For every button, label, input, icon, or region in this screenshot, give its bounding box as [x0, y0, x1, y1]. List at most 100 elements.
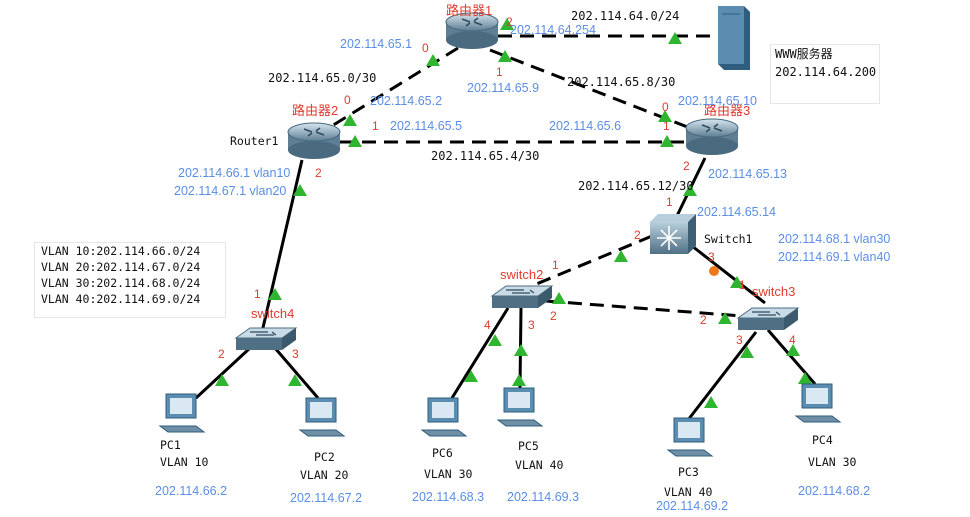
- link-up-marker: [730, 276, 744, 288]
- port-number: 2: [506, 15, 513, 29]
- pc3-icon[interactable]: [666, 417, 714, 457]
- port-number: 3: [736, 333, 743, 347]
- link-up-marker: [215, 374, 229, 386]
- pc4-name: PC4: [812, 433, 833, 447]
- router1-name: 路由器1: [446, 3, 493, 18]
- port-number: 2: [634, 228, 641, 242]
- port-number: 2: [550, 309, 557, 323]
- pc4-icon[interactable]: [794, 383, 842, 423]
- vlan-table: VLAN 10:202.114.66.0/24 VLAN 20:202.114.…: [34, 242, 226, 318]
- pc1-ip: 202.114.66.2: [155, 484, 228, 498]
- vlan-table-row: VLAN 40:202.114.69.0/24: [41, 292, 201, 306]
- port-number: 3: [528, 318, 535, 332]
- pc4-ip: 202.114.68.2: [798, 484, 871, 498]
- port-number: 1: [496, 65, 503, 79]
- switch2-name: switch2: [500, 267, 544, 282]
- network-label: 202.114.65.8/30: [567, 75, 676, 89]
- link-up-marker: [268, 288, 282, 300]
- link-up-marker: [293, 184, 307, 196]
- link-s2-pc6[interactable]: [450, 307, 510, 399]
- link-r2-s4[interactable]: [260, 159, 304, 333]
- link-up-marker: [660, 135, 674, 147]
- link-s1-s3[interactable]: [691, 244, 766, 305]
- port-number: 3: [292, 347, 299, 361]
- interface-ip: 202.114.67.1 vlan20: [174, 184, 287, 198]
- link-up-marker: [786, 344, 800, 356]
- port-number: 3: [708, 250, 715, 264]
- switch3-icon[interactable]: [736, 307, 800, 330]
- port-number: 2: [218, 347, 225, 361]
- port-number: 4: [789, 333, 796, 347]
- interface-ip: 202.114.66.1 vlan10: [178, 166, 291, 180]
- link-s3-pc3[interactable]: [686, 331, 758, 421]
- server-name: WWW服务器: [775, 47, 833, 61]
- link-up-marker: [512, 374, 526, 386]
- vlan-table-row: VLAN 20:202.114.67.0/24: [41, 260, 201, 274]
- pc6-vlan: VLAN 30: [424, 467, 473, 481]
- pc2-ip: 202.114.67.2: [290, 491, 363, 505]
- router3-icon[interactable]: [685, 118, 739, 155]
- pc1-name: PC1: [160, 438, 181, 452]
- interface-ip: 202.114.68.1 vlan30: [778, 232, 891, 246]
- link-s3-pc4[interactable]: [766, 329, 817, 385]
- switch1-icon[interactable]: [650, 214, 696, 254]
- interface-ip: 202.114.65.10: [678, 94, 758, 108]
- interface-ip: 202.114.69.1 vlan40: [778, 250, 891, 264]
- server-icon[interactable]: [718, 6, 750, 70]
- switch1-name: Switch1: [704, 232, 753, 246]
- pc5-vlan: VLAN 40: [515, 458, 564, 472]
- pc6-icon[interactable]: [420, 397, 468, 437]
- port-number: 2: [683, 159, 690, 173]
- pc6-ip: 202.114.68.3: [412, 490, 485, 504]
- link-up-marker: [500, 18, 514, 30]
- link-s1-s2[interactable]: [521, 234, 653, 292]
- switch3-name: switch3: [752, 284, 796, 299]
- pc5-name: PC5: [518, 439, 539, 453]
- link-up-marker: [464, 370, 478, 382]
- port-number: 0: [662, 100, 669, 114]
- link-up-marker: [488, 334, 502, 346]
- link-s4-pc2[interactable]: [273, 347, 320, 399]
- router1-icon[interactable]: [445, 12, 499, 49]
- pc2-vlan: VLAN 20: [300, 468, 349, 482]
- link-up-marker: [704, 396, 718, 408]
- pc4-vlan: VLAN 30: [808, 455, 857, 469]
- interface-ip: 202.114.65.13: [708, 167, 788, 181]
- switch2-icon[interactable]: [490, 285, 554, 308]
- pc2-icon[interactable]: [298, 397, 346, 437]
- vlan-table-row: VLAN 10:202.114.66.0/24: [41, 244, 201, 258]
- link-s2-s3[interactable]: [545, 299, 743, 318]
- pc2-name: PC2: [314, 450, 335, 464]
- pc1-icon[interactable]: [158, 393, 206, 433]
- port-number: 1: [552, 258, 559, 272]
- link-up-marker: [668, 32, 682, 44]
- switch4-icon[interactable]: [234, 327, 298, 350]
- port-number: 2: [700, 313, 707, 327]
- router3-name: 路由器3: [704, 103, 751, 118]
- port-number: 1: [739, 278, 746, 292]
- port-number: 0: [422, 41, 429, 55]
- router2-icon[interactable]: [287, 122, 341, 159]
- link-up-marker: [658, 110, 672, 122]
- pc1-vlan: VLAN 10: [160, 455, 209, 469]
- port-number: 1: [663, 119, 670, 133]
- network-label: 202.114.65.12/30: [578, 179, 694, 193]
- interface-ip: 202.114.65.5: [390, 119, 463, 133]
- pc3-vlan: VLAN 40: [664, 485, 713, 499]
- port-number: 1: [666, 195, 673, 209]
- link-s4-pc1[interactable]: [194, 346, 252, 400]
- network-label: 202.114.64.0/24: [571, 9, 680, 23]
- link-up-marker: [718, 312, 732, 324]
- link-up-marker: [426, 54, 440, 66]
- pc3-name: PC3: [678, 465, 699, 479]
- network-label: 202.114.65.0/30: [268, 71, 377, 85]
- interface-ip: 202.114.64.254: [510, 23, 596, 37]
- vlan-table-row: VLAN 30:202.114.68.0/24: [41, 276, 201, 290]
- link-r1-r3[interactable]: [489, 48, 691, 130]
- link-up-marker: [614, 250, 628, 262]
- pc5-icon[interactable]: [496, 387, 544, 427]
- link-up-marker: [798, 372, 812, 384]
- pc6-name: PC6: [432, 446, 453, 460]
- link-up-marker: [343, 114, 357, 126]
